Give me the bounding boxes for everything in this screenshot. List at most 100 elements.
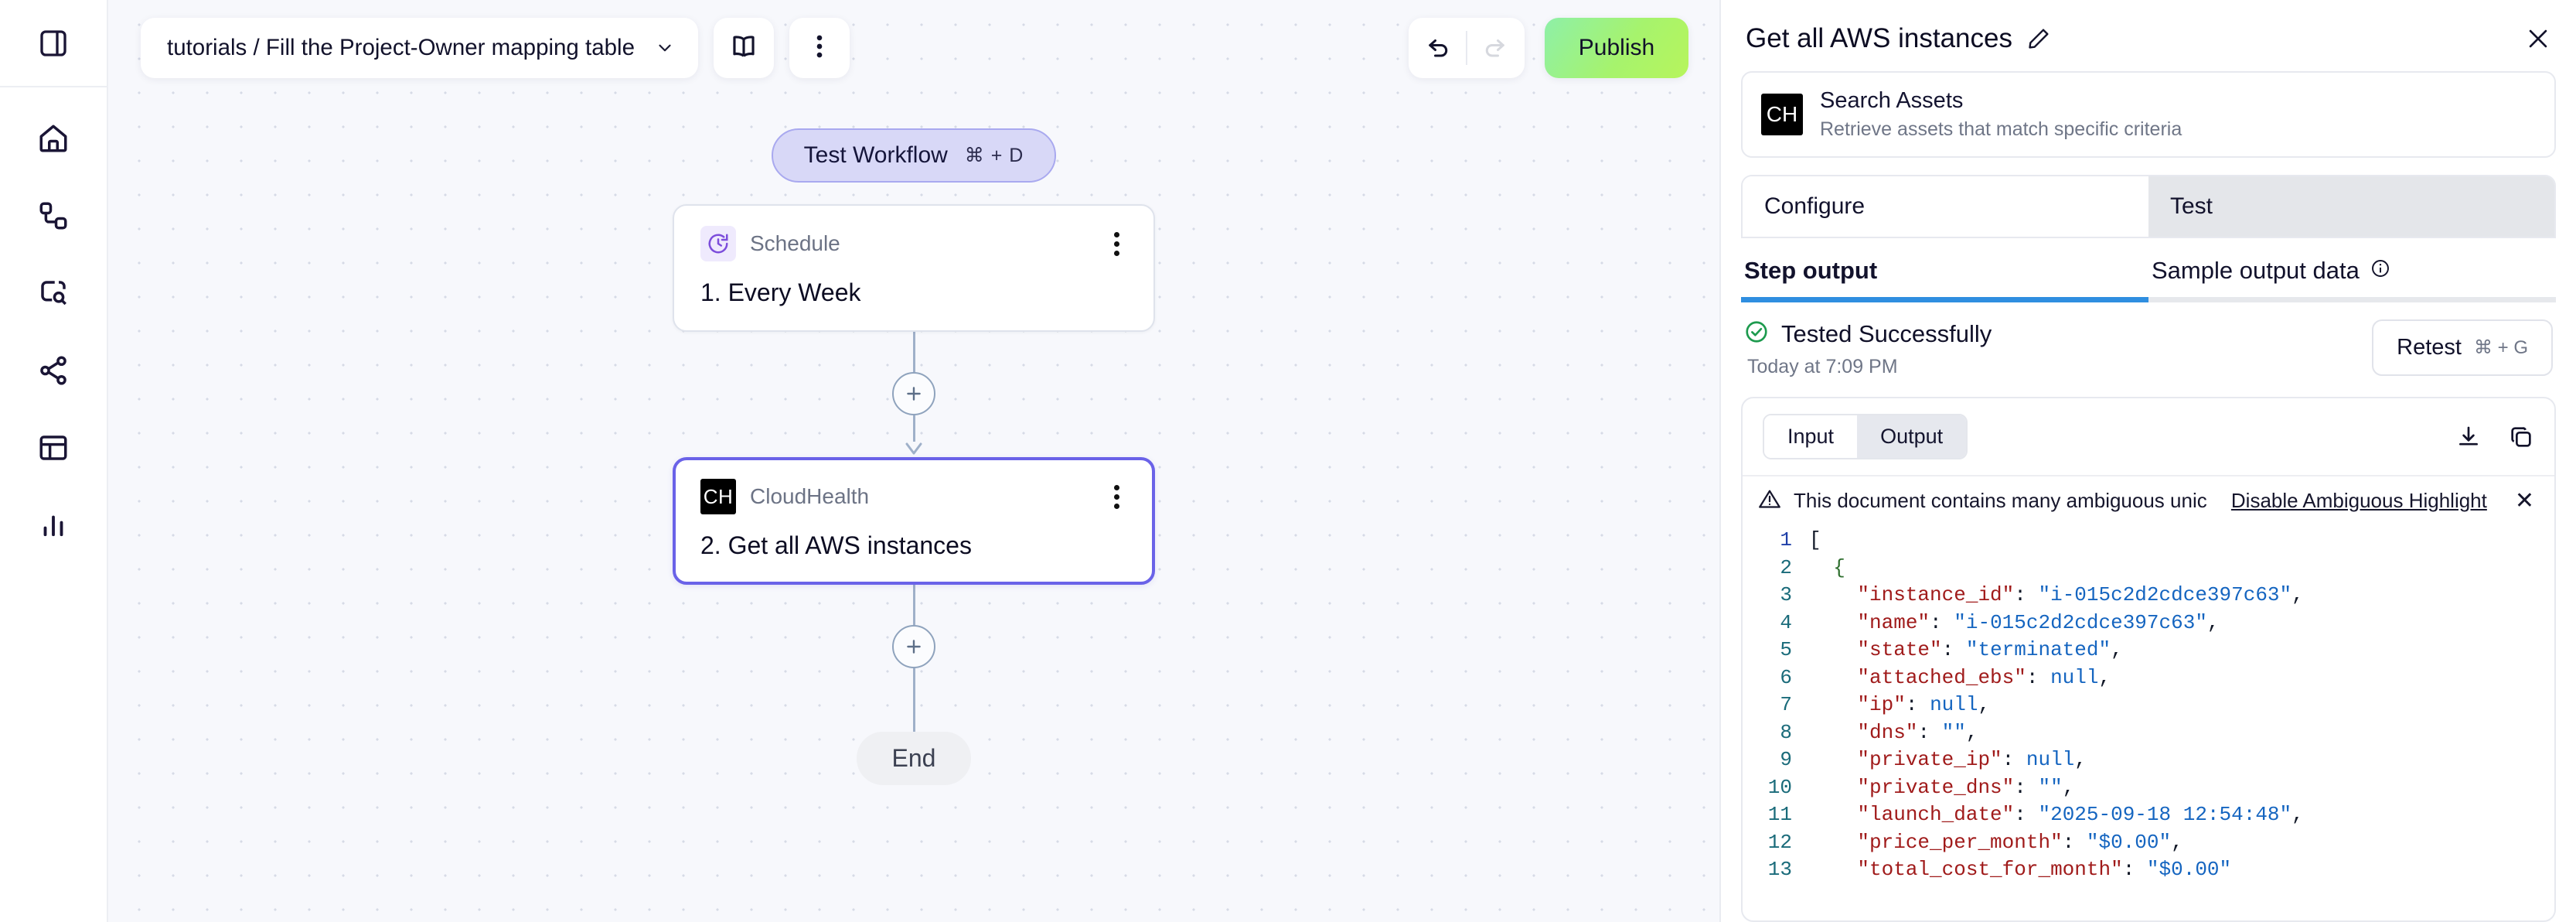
workflow-canvas[interactable]: tutorials / Fill the Project-Owner mappi… bbox=[108, 0, 1719, 922]
code-line-number: 4 bbox=[1780, 610, 1792, 634]
code-line-number: 12 bbox=[1767, 830, 1792, 854]
sidebar-item-home[interactable] bbox=[23, 114, 83, 163]
subtab-underline bbox=[1741, 297, 2556, 302]
search-assets-icon bbox=[37, 277, 70, 309]
node-more-icon[interactable] bbox=[1106, 480, 1127, 514]
node-header: CH CloudHealth bbox=[700, 479, 1127, 514]
sidebar-item-tables[interactable] bbox=[23, 423, 83, 473]
workflow-node-cloudhealth[interactable]: CH CloudHealth 2. Get all AWS instances bbox=[673, 457, 1155, 585]
rail-header bbox=[0, 0, 107, 87]
info-icon[interactable] bbox=[2370, 257, 2390, 285]
book-icon bbox=[729, 32, 758, 65]
canvas-more-button[interactable] bbox=[789, 18, 850, 78]
clock-icon bbox=[700, 226, 736, 261]
retest-button[interactable]: Retest ⌘ + G bbox=[2372, 319, 2553, 376]
disable-ambiguous-highlight-link[interactable]: Disable Ambiguous Highlight bbox=[2230, 489, 2487, 512]
code-line: 11 "launch_date": "2025-09-18 12:54:48", bbox=[1743, 803, 2554, 831]
code-line-text: "price_per_month": "$0.00", bbox=[1857, 830, 2183, 854]
sidebar-item-analytics[interactable] bbox=[23, 500, 83, 550]
status-badge: Tested Successfully bbox=[1781, 319, 1992, 347]
copy-icon[interactable] bbox=[2508, 424, 2534, 450]
docs-button[interactable] bbox=[714, 18, 775, 78]
left-icon-rail bbox=[0, 0, 108, 922]
undo-button[interactable] bbox=[1415, 24, 1463, 72]
workflow-path-label: tutorials / Fill the Project-Owner mappi… bbox=[167, 35, 635, 60]
flow-arrow-down bbox=[904, 415, 924, 457]
code-line-number: 8 bbox=[1780, 720, 1792, 744]
segment-input[interactable]: Input bbox=[1764, 415, 1858, 458]
code-line-text: "private_dns": "", bbox=[1857, 775, 2075, 799]
ch-badge: CH bbox=[1761, 94, 1803, 135]
more-vertical-icon bbox=[805, 32, 834, 65]
operation-card[interactable]: CH Search Assets Retrieve assets that ma… bbox=[1741, 71, 2556, 158]
io-actions bbox=[2455, 424, 2534, 450]
code-line-number: 13 bbox=[1767, 858, 1792, 881]
bar-chart-icon bbox=[37, 509, 70, 541]
subtab-sample-output-data[interactable]: Sample output data bbox=[2148, 238, 2556, 297]
tab-test[interactable]: Test bbox=[2148, 176, 2554, 237]
code-line-text: "dns": "", bbox=[1857, 720, 1978, 744]
close-icon[interactable] bbox=[2525, 26, 2551, 52]
publish-button[interactable]: Publish bbox=[1545, 18, 1688, 78]
code-line-text: "name": "i-015c2d2cdce397c63", bbox=[1857, 610, 2220, 634]
code-line-text: "attached_ebs": null, bbox=[1857, 665, 2111, 689]
code-line-text: "state": "terminated", bbox=[1857, 638, 2123, 661]
segment-output[interactable]: Output bbox=[1857, 415, 1967, 458]
code-line-number: 1 bbox=[1780, 528, 1792, 551]
json-output-code[interactable]: 1[2 {3 "instance_id": "i-015c2d2cdce397c… bbox=[1743, 525, 2554, 920]
status-timestamp: Today at 7:09 PM bbox=[1747, 356, 1898, 377]
warning-triangle-icon bbox=[1758, 487, 1781, 514]
topbar-left-group: tutorials / Fill the Project-Owner mappi… bbox=[141, 18, 850, 78]
code-line-text: { bbox=[1809, 555, 1845, 579]
table-icon bbox=[37, 432, 70, 464]
subtab-step-output[interactable]: Step output bbox=[1744, 257, 1878, 284]
code-line-number: 6 bbox=[1780, 665, 1792, 689]
flow-connector bbox=[912, 332, 915, 372]
sidebar-item-workflows[interactable] bbox=[23, 191, 83, 241]
operation-name: Search Assets bbox=[1820, 88, 1964, 113]
operation-text: Search Assets Retrieve assets that match… bbox=[1820, 88, 2182, 141]
download-icon[interactable] bbox=[2455, 424, 2482, 450]
code-line-number: 7 bbox=[1780, 693, 1792, 716]
canvas-topbar: tutorials / Fill the Project-Owner mappi… bbox=[141, 17, 1688, 79]
tab-configure[interactable]: Configure bbox=[1743, 176, 2148, 237]
undo-redo-divider bbox=[1466, 31, 1467, 65]
pencil-icon[interactable] bbox=[2026, 26, 2051, 51]
code-line-text: "private_ip": null, bbox=[1857, 748, 2087, 771]
workflow-path-selector[interactable]: tutorials / Fill the Project-Owner mappi… bbox=[141, 18, 699, 78]
redo-button[interactable] bbox=[1470, 24, 1518, 72]
io-card: Input Output bbox=[1741, 397, 2556, 922]
node-title: 1. Every Week bbox=[700, 278, 861, 306]
test-workflow-button[interactable]: Test Workflow ⌘ + D bbox=[771, 128, 1057, 183]
panel-subtabs: Step output Sample output data bbox=[1741, 237, 2556, 297]
node-more-icon[interactable] bbox=[1106, 227, 1127, 261]
panel-tabs: Configure Test bbox=[1741, 175, 2556, 237]
io-header: Input Output bbox=[1743, 398, 2554, 475]
retest-shortcut: ⌘ + G bbox=[2473, 337, 2528, 358]
io-segmented-control: Input Output bbox=[1763, 414, 1968, 459]
code-line-text: "instance_id": "i-015c2d2cdce397c63", bbox=[1857, 583, 2304, 606]
code-line: 1[ bbox=[1743, 528, 2554, 556]
code-line: 6 "attached_ebs": null, bbox=[1743, 666, 2554, 694]
add-step-button-2[interactable] bbox=[892, 625, 935, 668]
sidebar-item-search-assets[interactable] bbox=[23, 268, 83, 318]
add-step-button-1[interactable] bbox=[892, 372, 935, 415]
warning-close-icon[interactable]: ✕ bbox=[2514, 488, 2534, 514]
panel-toggle-button[interactable] bbox=[23, 19, 83, 68]
sidebar-item-connections[interactable] bbox=[23, 346, 83, 395]
subtab-label: Sample output data bbox=[2152, 257, 2360, 284]
retest-label: Retest bbox=[2397, 335, 2462, 360]
workflow-node-schedule[interactable]: Schedule 1. Every Week bbox=[673, 204, 1155, 332]
code-line: 13 "total_cost_for_month": "$0.00" bbox=[1743, 858, 2554, 886]
panel-title-row: Get all AWS instances bbox=[1741, 0, 2556, 71]
undo-icon bbox=[1425, 32, 1453, 64]
node-header: Schedule bbox=[700, 226, 1127, 261]
test-workflow-shortcut: ⌘ + D bbox=[964, 145, 1024, 166]
code-line-number: 9 bbox=[1780, 748, 1792, 771]
code-line: 8 "dns": "", bbox=[1743, 721, 2554, 749]
rail-items bbox=[0, 87, 107, 550]
undo-redo-group bbox=[1409, 18, 1525, 78]
code-line-number: 5 bbox=[1780, 638, 1792, 661]
warning-text: This document contains many ambiguous un… bbox=[1794, 489, 2206, 512]
